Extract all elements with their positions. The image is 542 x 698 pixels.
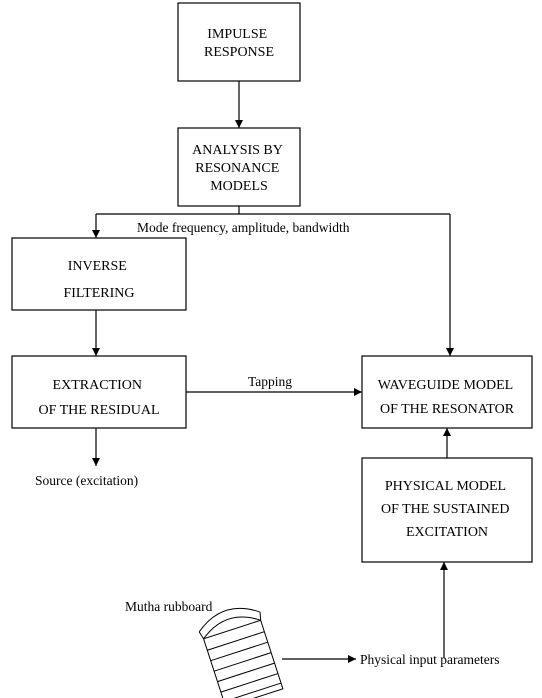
impulse-response-line-2: RESPONSE bbox=[204, 45, 274, 60]
rubboard-label: Mutha rubboard bbox=[125, 599, 213, 614]
source-label: Source (excitation) bbox=[35, 473, 138, 488]
extraction-line-2: OF THE RESIDUAL bbox=[38, 403, 159, 418]
inverse-filtering-box: INVERSE FILTERING bbox=[11, 237, 187, 311]
tapping-label: Tapping bbox=[248, 374, 292, 389]
svg-text:PHYSICAL MODEL OF THE SU: PHYSICAL MODEL OF THE SUSTAINED EXCITATI… bbox=[381, 479, 513, 540]
svg-text:ANALYSIS BY RESONANCE: ANALYSIS BY RESONANCE MODELS bbox=[192, 143, 286, 194]
physical-model-line-2: OF THE SUSTAINED bbox=[381, 502, 510, 517]
waveguide-line-1: WAVEGUIDE MODEL bbox=[378, 378, 513, 393]
physical-model-box: PHYSICAL MODEL OF THE SUSTAINED EXCITATI… bbox=[361, 457, 533, 563]
rubboard-illustration bbox=[198, 608, 284, 698]
physical-model-line-1: PHYSICAL MODEL bbox=[385, 479, 506, 494]
waveguide-line-2: OF THE RESONATOR bbox=[380, 402, 515, 417]
svg-text:INVERSE FILTERING: INVERSE FILTERING bbox=[63, 259, 134, 301]
impulse-response-line-1: IMPULSE bbox=[207, 27, 267, 42]
physical-model-line-3: EXCITATION bbox=[406, 525, 488, 540]
extraction-line-1: EXTRACTION bbox=[53, 378, 142, 393]
analysis-line-3: MODELS bbox=[210, 179, 268, 194]
svg-text:WAVEGUIDE MODEL OF THE R: WAVEGUIDE MODEL OF THE RESONATOR bbox=[378, 378, 516, 417]
analysis-box: ANALYSIS BY RESONANCE MODELS bbox=[177, 127, 301, 207]
impulse-response-box: IMPULSE RESPONSE bbox=[177, 2, 301, 82]
analysis-line-2: RESONANCE bbox=[195, 161, 279, 176]
input-params-label: Physical input parameters bbox=[360, 652, 499, 667]
waveguide-box: WAVEGUIDE MODEL OF THE RESONATOR bbox=[361, 355, 533, 429]
inverse-filtering-line-2: FILTERING bbox=[63, 286, 134, 301]
analysis-line-1: ANALYSIS BY bbox=[192, 143, 283, 158]
inverse-filtering-line-1: INVERSE bbox=[68, 259, 127, 274]
extraction-box: EXTRACTION OF THE RESIDUAL bbox=[11, 355, 187, 429]
svg-text:IMPULSE RESPONSE: IMPULSE RESPONSE bbox=[204, 27, 274, 60]
svg-text:EXTRACTION OF THE RESIDU: EXTRACTION OF THE RESIDUAL bbox=[38, 378, 159, 418]
mode-params-label: Mode frequency, amplitude, bandwidth bbox=[137, 220, 350, 235]
